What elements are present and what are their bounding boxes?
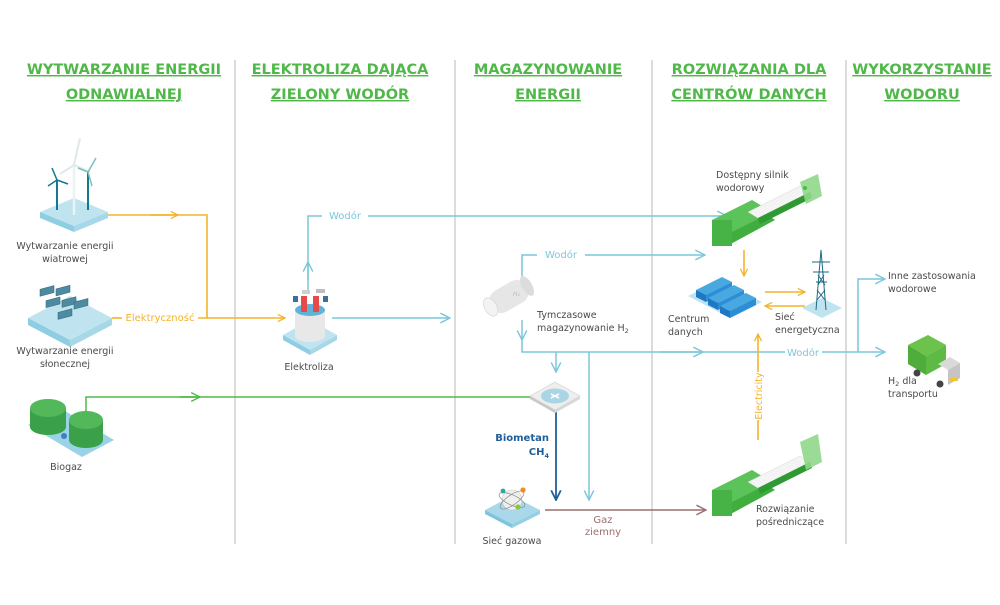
transport-rest: dla: [899, 376, 917, 387]
biomethane-ch: CH: [529, 447, 545, 458]
bridge-label-line2: pośredniczące: [756, 517, 824, 528]
transport-sub: 2: [895, 380, 899, 388]
biogas-tank-icon: [28, 399, 114, 457]
power-grid-label-line1: Sieć: [775, 312, 795, 323]
heading-electrolysis-line1: ELEKTROLIZA DAJĄCA: [252, 62, 430, 78]
gas-engine-icon: [712, 434, 822, 516]
hydrogen-label-top: Wodór: [329, 210, 362, 222]
biogas-label: Biogaz: [50, 462, 82, 473]
biomethane-sub: 4: [544, 452, 549, 460]
heading-datacenter-line1: ROZWIĄZANIA DLA: [672, 62, 827, 78]
solar-panel-icon: [28, 284, 112, 347]
biomethane-label-line2: CH4: [529, 447, 550, 460]
truck-icon: [908, 335, 960, 388]
engine-label-line2: wodorowy: [716, 183, 765, 194]
wind-label-line1: Wytwarzanie energii: [16, 241, 113, 252]
engine-label-line1: Dostępny silnik: [716, 170, 789, 181]
heading-renewable-line1: WYTWARZANIE ENERGII: [27, 62, 221, 78]
heading-storage-line2: ENERGII: [515, 87, 581, 103]
hydrogen-tank-icon: H₂: [483, 276, 535, 317]
bridge-label-line1: Rozwiązanie: [756, 504, 815, 515]
power-pylon-icon: [802, 249, 842, 318]
gas-grid-label: Sieć gazowa: [483, 536, 542, 547]
datacenter-label-line2: danych: [668, 327, 703, 338]
transport-h: H: [888, 376, 895, 387]
heading-usage-line2: WODORU: [884, 87, 960, 103]
column-dividers: [234, 60, 847, 544]
biomethane-label-line1: Biometan: [495, 433, 549, 444]
wind-label-line2: wiatrowej: [42, 254, 88, 265]
heading-usage-line1: WYKORZYSTANIE: [852, 62, 991, 78]
svg-text:H₂: H₂: [513, 291, 521, 298]
hydrogen-line-top-a: [307, 215, 322, 290]
electricity-label: Elektryczność: [126, 312, 195, 324]
hydrogen-engine-icon: [712, 174, 822, 246]
power-grid-label-line2: energetyczna: [775, 325, 840, 336]
solar-label-line1: Wytwarzanie energii: [16, 346, 113, 357]
hydrogen-line-low: [521, 340, 785, 353]
storage-label-text: magazynowanie H: [537, 323, 625, 334]
other-uses-label-line1: Inne zastosowania: [888, 271, 976, 282]
electrolyzer-icon: [283, 289, 337, 355]
heading-datacenter-line2: CENTRÓW DANYCH: [671, 85, 826, 103]
biogas-line: [85, 396, 545, 412]
natural-gas-label-line2: ziemny: [585, 527, 621, 538]
hydrogen-label-low: Wodór: [787, 347, 820, 359]
heading-storage-line1: MAGAZYNOWANIE: [474, 62, 622, 78]
gas-mixer-icon: [529, 381, 581, 413]
heading-renewable-line2: ODNAWIALNEJ: [66, 87, 182, 103]
server-racks-icon: [688, 277, 762, 318]
storage-label-line1: Tymczasowe: [536, 310, 597, 321]
gas-grid-molecule-icon: [485, 487, 540, 528]
electricity-line-wind: [102, 214, 208, 318]
natural-gas-label-line1: Gaz: [593, 515, 612, 526]
hydrogen-flow: [308, 216, 885, 500]
datacenter-electricity-flows: [744, 250, 805, 440]
biogas-flow: [85, 396, 545, 412]
electricity-flow: [102, 215, 285, 318]
heading-electrolysis-line2: ZIELONY WODÓR: [271, 85, 409, 103]
electrolysis-label: Elektroliza: [284, 362, 333, 373]
transport-label-line2: transportu: [888, 389, 938, 400]
datacenter-label-line1: Centrum: [668, 314, 709, 325]
solar-label-line2: słonecznej: [40, 359, 90, 370]
electricity-vertical-label: Electricity: [754, 372, 765, 420]
hydrogen-label-mid: Wodór: [545, 249, 578, 261]
wind-turbine-icon: [40, 137, 108, 232]
other-uses-label-line2: wodorowe: [888, 284, 937, 295]
hydrogen-line-other-uses: [857, 279, 885, 352]
transport-label-line1: H2 dla: [888, 376, 917, 388]
storage-label-line2: magazynowanie H2: [537, 323, 629, 335]
storage-label-sub: 2: [625, 327, 629, 335]
column-headings: WYTWARZANIE ENERGII ODNAWIALNEJ ELEKTROL…: [27, 62, 992, 103]
